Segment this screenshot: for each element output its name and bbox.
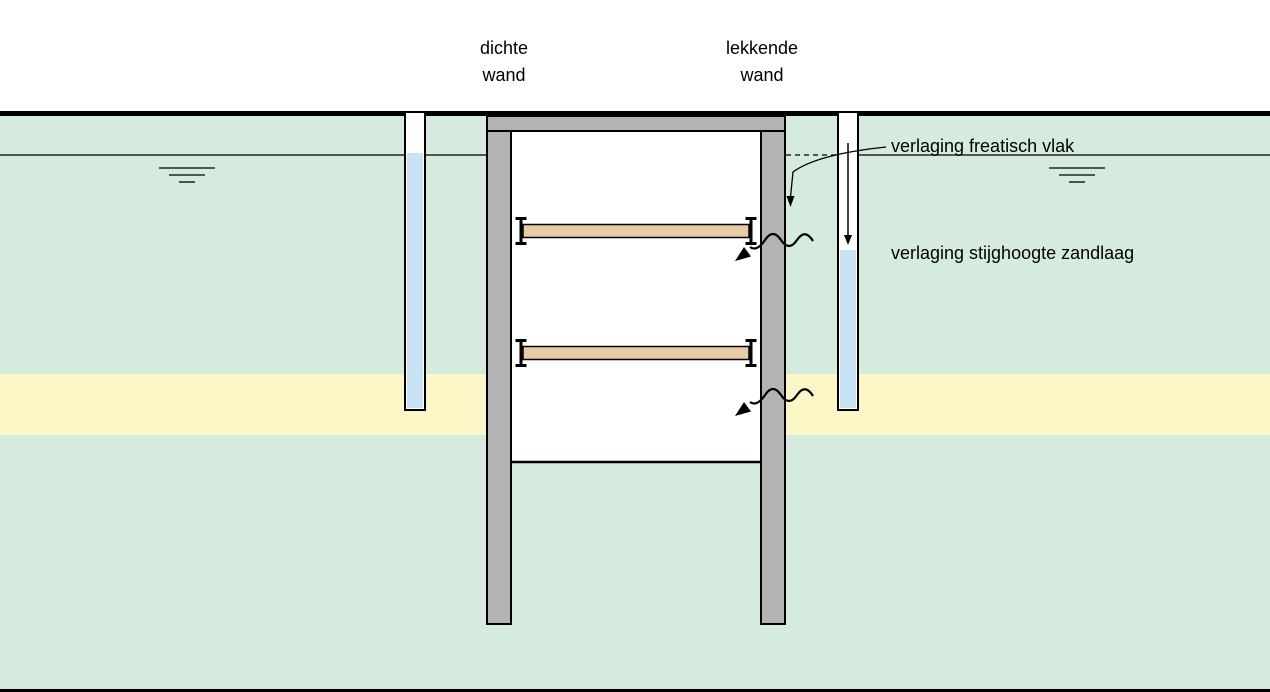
strut-lower-left-plate [515, 339, 527, 367]
strut-upper-right-plate [745, 217, 757, 245]
labels: dichte wand lekkende wand verlaging frea… [480, 38, 1134, 263]
label-verlaging-freatisch-vlak: verlaging freatisch vlak [891, 136, 1075, 156]
right-wall [760, 115, 786, 625]
label-verlaging-stijghoogte-zandlaag: verlaging stijghoogte zandlaag [891, 243, 1134, 263]
pit-interior [511, 116, 761, 462]
phreatic-drawdown-arrowhead [786, 196, 795, 207]
wall-top-cap [486, 115, 786, 132]
piezometer-left [404, 111, 426, 411]
diagram-bottom-border [0, 689, 1270, 692]
ground-surface-line [0, 111, 1270, 116]
groundwater-symbol-right [1049, 167, 1105, 183]
leak-flow-upper-arrowhead [735, 247, 751, 261]
piezometer-right [837, 111, 859, 411]
piezometer-left-water [407, 153, 423, 408]
strut-lower-right-plate [745, 339, 757, 367]
groundwater-symbol-left [159, 167, 215, 183]
excavation-pit [486, 115, 786, 625]
strut-lower-beam [522, 345, 750, 361]
label-dichte-wand-line2: wand [481, 65, 525, 85]
leak-flow-lower-arrowhead [735, 402, 751, 416]
left-wall [486, 115, 512, 625]
leak-flow-lower-squiggle [749, 387, 814, 405]
phreatic-drawdown-annotation [786, 146, 887, 207]
leak-arrow-lower [735, 387, 814, 416]
label-dichte-wand-line1: dichte [480, 38, 528, 58]
label-lekkende-wand-line1: lekkende [726, 38, 798, 58]
strut-upper-beam [522, 223, 750, 239]
strut-lower [515, 339, 757, 367]
piezometer-right-water [840, 250, 856, 408]
leak-flow-upper-squiggle [749, 232, 814, 250]
leak-arrow-upper [735, 232, 814, 261]
strut-upper [515, 217, 757, 245]
head-drawdown-arrowhead [844, 235, 852, 245]
phreatic-drawdown-leader [789, 146, 887, 198]
label-lekkende-wand-line2: wand [739, 65, 783, 85]
strut-upper-left-plate [515, 217, 527, 245]
